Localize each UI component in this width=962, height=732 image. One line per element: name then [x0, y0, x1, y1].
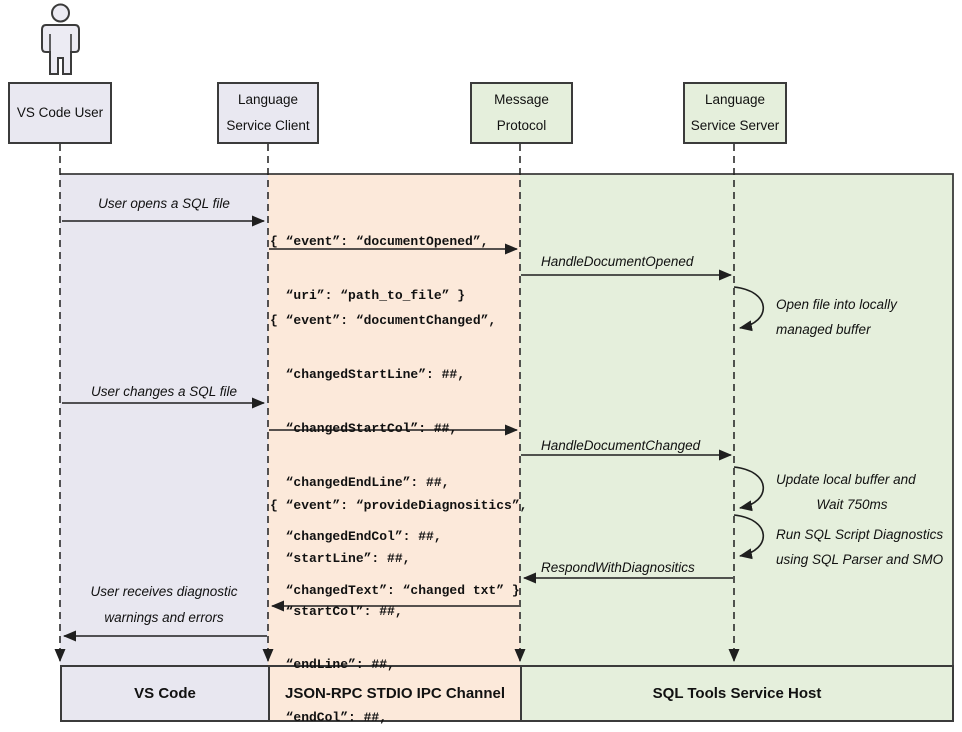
- ipc-channel-lane-background: [268, 174, 520, 721]
- json-document-changed: { “event”: “documentChanged”, “changedSt…: [270, 279, 520, 633]
- note-update-buffer-line2: Wait 750ms: [816, 497, 888, 512]
- header-box-language-service-server: Language Service Server: [683, 82, 787, 144]
- json-line: “changedStartLine”: ##,: [270, 367, 466, 382]
- service-host-lane-background: [520, 174, 953, 721]
- label-user-receives-line2: warnings and errors: [104, 610, 224, 625]
- note-run-diagnostics-line2: using SQL Parser and SMO: [776, 552, 944, 567]
- header-label-line1: Language: [237, 92, 299, 107]
- json-provide-diagnostics: { “event”: “provideDiagnositics”, “start…: [270, 464, 527, 732]
- vscode-lane-background: [60, 174, 268, 721]
- header-label-line1: Language: [704, 92, 766, 107]
- label-handle-document-changed: HandleDocumentChanged: [541, 438, 701, 453]
- json-line: “changedEndLine”: ##,: [270, 475, 450, 490]
- header-label-line2: Protocol: [496, 118, 547, 133]
- label-respond-with-diagnostics: RespondWithDiagnositics: [541, 560, 695, 575]
- json-line: { “event”: “provideDiagnositics”,: [270, 498, 528, 513]
- header-box-vscode-user: VS Code User: [8, 82, 112, 144]
- json-line: “uri”: “path_to_file” }: [270, 288, 466, 303]
- diagram-frame-border: [60, 173, 954, 721]
- label-handle-document-opened: HandleDocumentOpened: [541, 254, 694, 269]
- json-line: “changedText”: “changed txt” }: [270, 583, 520, 598]
- json-line: “endCol”: ##,: [270, 710, 388, 725]
- self-loop-update-buffer: [733, 466, 765, 512]
- actor-person-icon: [41, 3, 80, 75]
- json-document-opened: { “event”: “documentOpened”, “uri”: “pat…: [270, 200, 488, 338]
- footer-cell-vscode: VS Code: [62, 667, 268, 720]
- json-line: “changedStartCol”: ##,: [270, 421, 458, 436]
- label-user-opens-file: User opens a SQL file: [98, 196, 230, 211]
- note-open-file-line2: managed buffer: [776, 322, 871, 337]
- header-box-message-protocol: Message Protocol: [470, 82, 573, 144]
- self-loop-run-diagnostics: [733, 514, 765, 560]
- json-line: “startLine”: ##,: [270, 551, 411, 566]
- footer-cell-service-host: SQL Tools Service Host: [520, 667, 952, 720]
- json-line: { “event”: “documentChanged”,: [270, 313, 497, 328]
- header-label-line2: Service Client: [226, 118, 310, 133]
- json-line: “changedEndCol”: ##,: [270, 529, 442, 544]
- note-run-diagnostics-line1: Run SQL Script Diagnostics: [776, 527, 944, 542]
- header-label: VS Code User: [16, 105, 104, 120]
- note-open-file-line1: Open file into locally: [776, 297, 897, 312]
- header-box-language-service-client: Language Service Client: [217, 82, 319, 144]
- json-line: “endLine”: ##,: [270, 657, 395, 672]
- header-label-line1: Message: [494, 92, 549, 107]
- json-line: { “event”: “documentOpened”,: [270, 234, 489, 249]
- footer-cell-ipc-channel: JSON-RPC STDIO IPC Channel: [268, 667, 520, 720]
- note-update-buffer-line1: Update local buffer and: [776, 472, 916, 487]
- json-line: “startCol”: ##,: [270, 604, 403, 619]
- self-loop-open-file: [733, 286, 765, 332]
- footer-row: VS Code JSON-RPC STDIO IPC Channel SQL T…: [60, 665, 954, 722]
- header-label-line2: Service Server: [690, 118, 780, 133]
- label-user-receives-line1: User receives diagnostic: [90, 584, 238, 599]
- label-user-changes-file: User changes a SQL file: [90, 384, 238, 399]
- lifeline-end-arrows: [54, 648, 740, 662]
